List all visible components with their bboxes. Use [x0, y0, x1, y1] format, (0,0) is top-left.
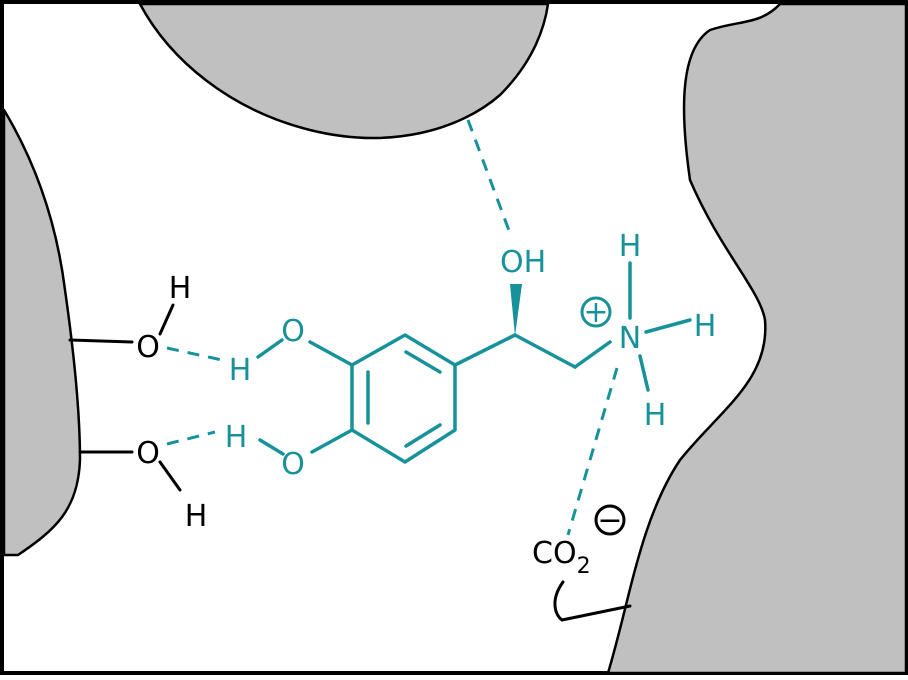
bond-chiral-to-ch2 — [513, 333, 577, 369]
bond-o-h-lower — [258, 438, 285, 456]
atom-label-serine-o-upper: O — [136, 330, 160, 365]
bond-n-h-bottom — [638, 354, 650, 392]
negative-charge-symbol: − — [597, 503, 622, 538]
carboxylate-main-text: CO — [532, 536, 577, 571]
atom-label-serine-h-upper: H — [169, 271, 192, 306]
serine-bond-lower-oh — [158, 460, 182, 492]
bond-ring-o-upper — [308, 340, 354, 367]
positive-charge-marker — [580, 296, 612, 328]
atom-label-catechol-h-lower: H — [225, 420, 248, 455]
atom-label-serine-h-lower: H — [185, 499, 208, 534]
receptor-wall-top — [138, 2, 550, 140]
carboxylate-subscript: 2 — [577, 554, 591, 579]
hbond-serine-upper — [166, 346, 223, 362]
atom-label-serine-o-lower: O — [136, 436, 160, 471]
ring-double-bond-3 — [404, 423, 442, 448]
atom-label-ammonium-h-right: H — [694, 309, 717, 344]
bond-o-h-upper — [256, 338, 284, 359]
atom-label-ammonium-h-bottom: H — [644, 398, 667, 433]
bond-n-h-right — [644, 318, 692, 334]
hbond-serine-lower — [166, 430, 216, 446]
negative-charge-marker — [594, 504, 626, 536]
positive-charge-symbol: + — [583, 295, 608, 330]
bond-ch2-to-n — [573, 340, 612, 369]
ring-double-bond-1 — [404, 350, 442, 374]
atom-label-ammonium-n: N — [619, 321, 641, 356]
serine-bond-upper-oh — [158, 303, 175, 336]
aspartate-side-chain — [553, 580, 632, 622]
atom-label-catechol-o-upper: O — [281, 314, 305, 349]
bond-ring-o-lower — [310, 428, 354, 454]
receptor-wall-right — [606, 2, 908, 675]
serine-bond-upper-chain — [68, 338, 134, 344]
atom-label-catechol-h-upper: H — [229, 353, 252, 388]
bond-ring-to-chiral-carbon — [453, 333, 517, 367]
receptor-wall-left — [2, 108, 82, 557]
atom-label-carboxylate: CO2 — [532, 536, 591, 579]
atom-label-catechol-o-lower: O — [281, 447, 305, 482]
atom-label-ammonium-h-top: H — [619, 229, 642, 264]
wedge-bond-oh — [510, 284, 522, 336]
atom-label-hydroxyl: OH — [500, 245, 546, 280]
hbond-ammonium-carboxylate — [566, 367, 619, 536]
